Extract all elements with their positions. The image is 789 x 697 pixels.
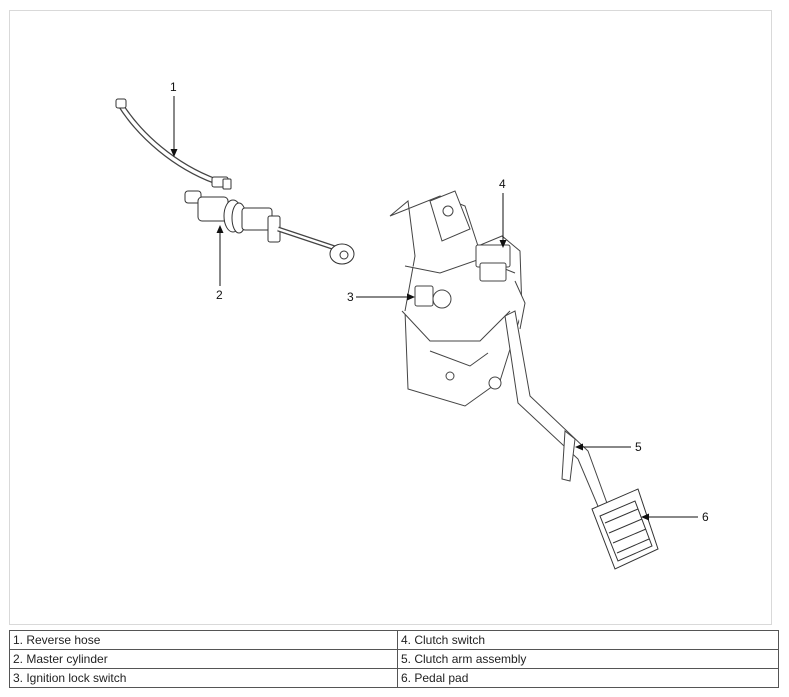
legend-row: 3. Ignition lock switch 6. Pedal pad [9, 668, 779, 688]
callout-label-4: 4 [499, 177, 506, 191]
callout-2: 2 [216, 225, 224, 302]
arrow-head-icon [216, 225, 224, 233]
pedal-pad-drawing [591, 488, 659, 570]
callout-4: 4 [499, 177, 507, 248]
parts-legend-table: 1. Reverse hose 4. Clutch switch 2. Mast… [9, 630, 779, 688]
callout-6: 6 [641, 510, 709, 524]
legend-row: 2. Master cylinder 5. Clutch arm assembl… [9, 649, 779, 669]
callout-5: 5 [575, 440, 642, 454]
callout-1: 1 [170, 80, 178, 157]
arrow-head-icon [407, 293, 415, 301]
callout-label-3: 3 [347, 290, 354, 304]
pedal-bracket-drawing [389, 190, 526, 407]
callout-label-6: 6 [702, 510, 709, 524]
legend-item: 5. Clutch arm assembly [397, 649, 779, 669]
master-cylinder-drawing [184, 190, 355, 265]
legend-row: 1. Reverse hose 4. Clutch switch [9, 630, 779, 650]
reverse-hose-drawing [115, 98, 232, 190]
diagram-frame: 1 2 3 4 5 6 [9, 10, 772, 625]
legend-item: 4. Clutch switch [397, 630, 779, 650]
clutch-arm-drawing [504, 310, 609, 512]
arrow-head-icon [170, 149, 178, 157]
arrow-head-icon [499, 240, 507, 248]
arrow-head-icon [641, 513, 649, 521]
legend-item: 2. Master cylinder [9, 649, 398, 669]
callout-3: 3 [347, 290, 415, 304]
clutch-pedal-diagram: 1 2 3 4 5 6 [115, 80, 709, 570]
callout-label-2: 2 [216, 288, 223, 302]
legend-item: 1. Reverse hose [9, 630, 398, 650]
callout-label-5: 5 [635, 440, 642, 454]
legend-item: 3. Ignition lock switch [9, 668, 398, 688]
legend-item: 6. Pedal pad [397, 668, 779, 688]
callout-label-1: 1 [170, 80, 177, 94]
arrow-head-icon [575, 443, 583, 451]
